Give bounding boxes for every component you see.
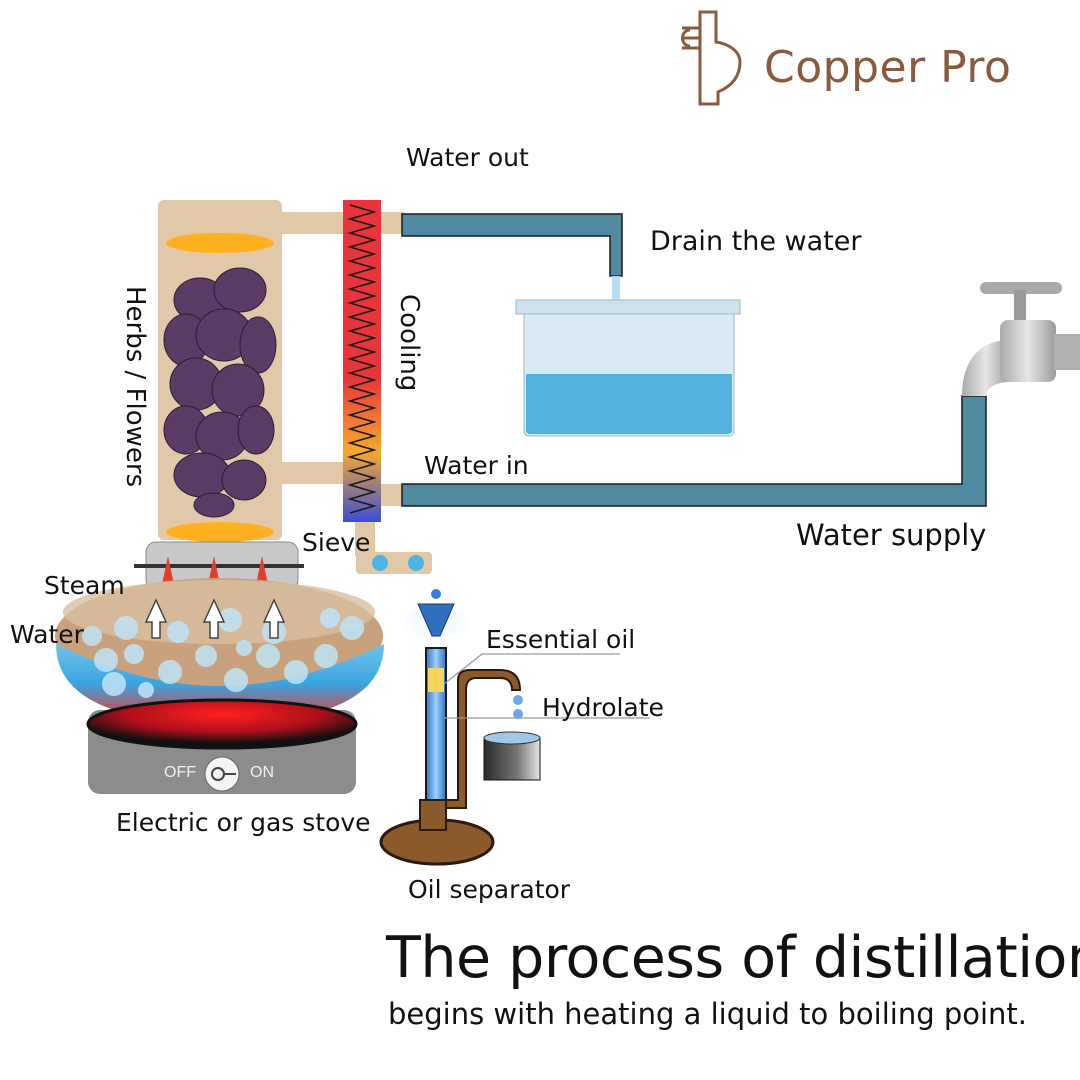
- lower-connector: [280, 462, 432, 574]
- leader-lines: [443, 653, 650, 719]
- water-tap-icon: [962, 282, 1080, 396]
- herbs-flowers-illustration: [163, 267, 277, 518]
- label-water: Water: [10, 620, 84, 649]
- label-water-out: Water out: [406, 143, 529, 172]
- label-steam: Steam: [44, 571, 125, 600]
- oil-separator: [379, 589, 541, 866]
- stove: [86, 698, 358, 794]
- label-herbs-flowers: Herbs / Flowers: [120, 286, 150, 488]
- label-sieve: Sieve: [302, 528, 371, 557]
- hand-logo-icon: [681, 10, 742, 106]
- brand-name: Copper Pro: [764, 42, 1012, 93]
- switch-off-label: OFF: [164, 764, 196, 781]
- label-water-supply: Water supply: [796, 518, 987, 552]
- label-drain-water: Drain the water: [650, 226, 862, 257]
- subheadline: begins with heating a liquid to boiling …: [388, 997, 1028, 1031]
- switch-on-label: ON: [250, 764, 274, 781]
- label-essential-oil: Essential oil: [486, 625, 636, 654]
- upper-connector: [280, 212, 404, 234]
- bubbles: [82, 608, 364, 698]
- label-hydrolate: Hydrolate: [542, 693, 664, 722]
- water-bucket: [515, 299, 741, 437]
- cooling-column: [343, 200, 381, 522]
- label-cooling: Cooling: [394, 294, 424, 392]
- label-stove: Electric or gas stove: [116, 808, 371, 837]
- label-oil-separator: Oil separator: [408, 875, 571, 904]
- headline: The process of distillation: [386, 925, 1080, 991]
- label-water-in: Water in: [424, 451, 529, 480]
- stove-switch-knob[interactable]: [204, 756, 240, 792]
- steam-arrows: [144, 598, 286, 639]
